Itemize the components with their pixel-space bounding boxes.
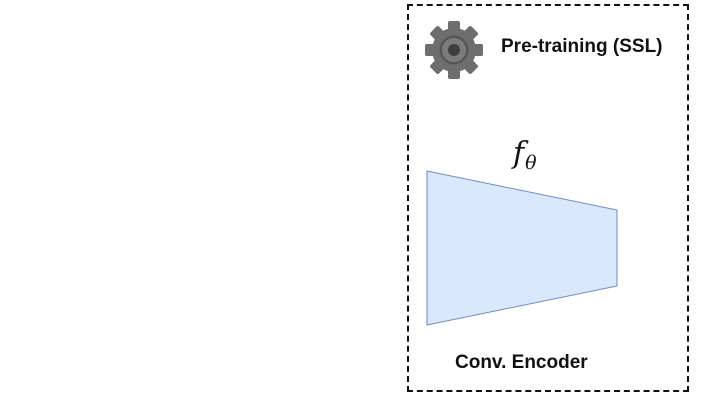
- gear-icon: [425, 21, 483, 79]
- panel-title: Pre-training (SSL): [501, 36, 663, 57]
- ssl-pretraining-panel: [407, 4, 689, 392]
- encoder-function-label: fθ: [513, 136, 537, 174]
- conv-encoder-trapezoid: [426, 170, 618, 326]
- encoder-caption: Conv. Encoder: [455, 352, 588, 373]
- function-subscript: θ: [525, 152, 537, 174]
- function-symbol: f: [513, 136, 525, 171]
